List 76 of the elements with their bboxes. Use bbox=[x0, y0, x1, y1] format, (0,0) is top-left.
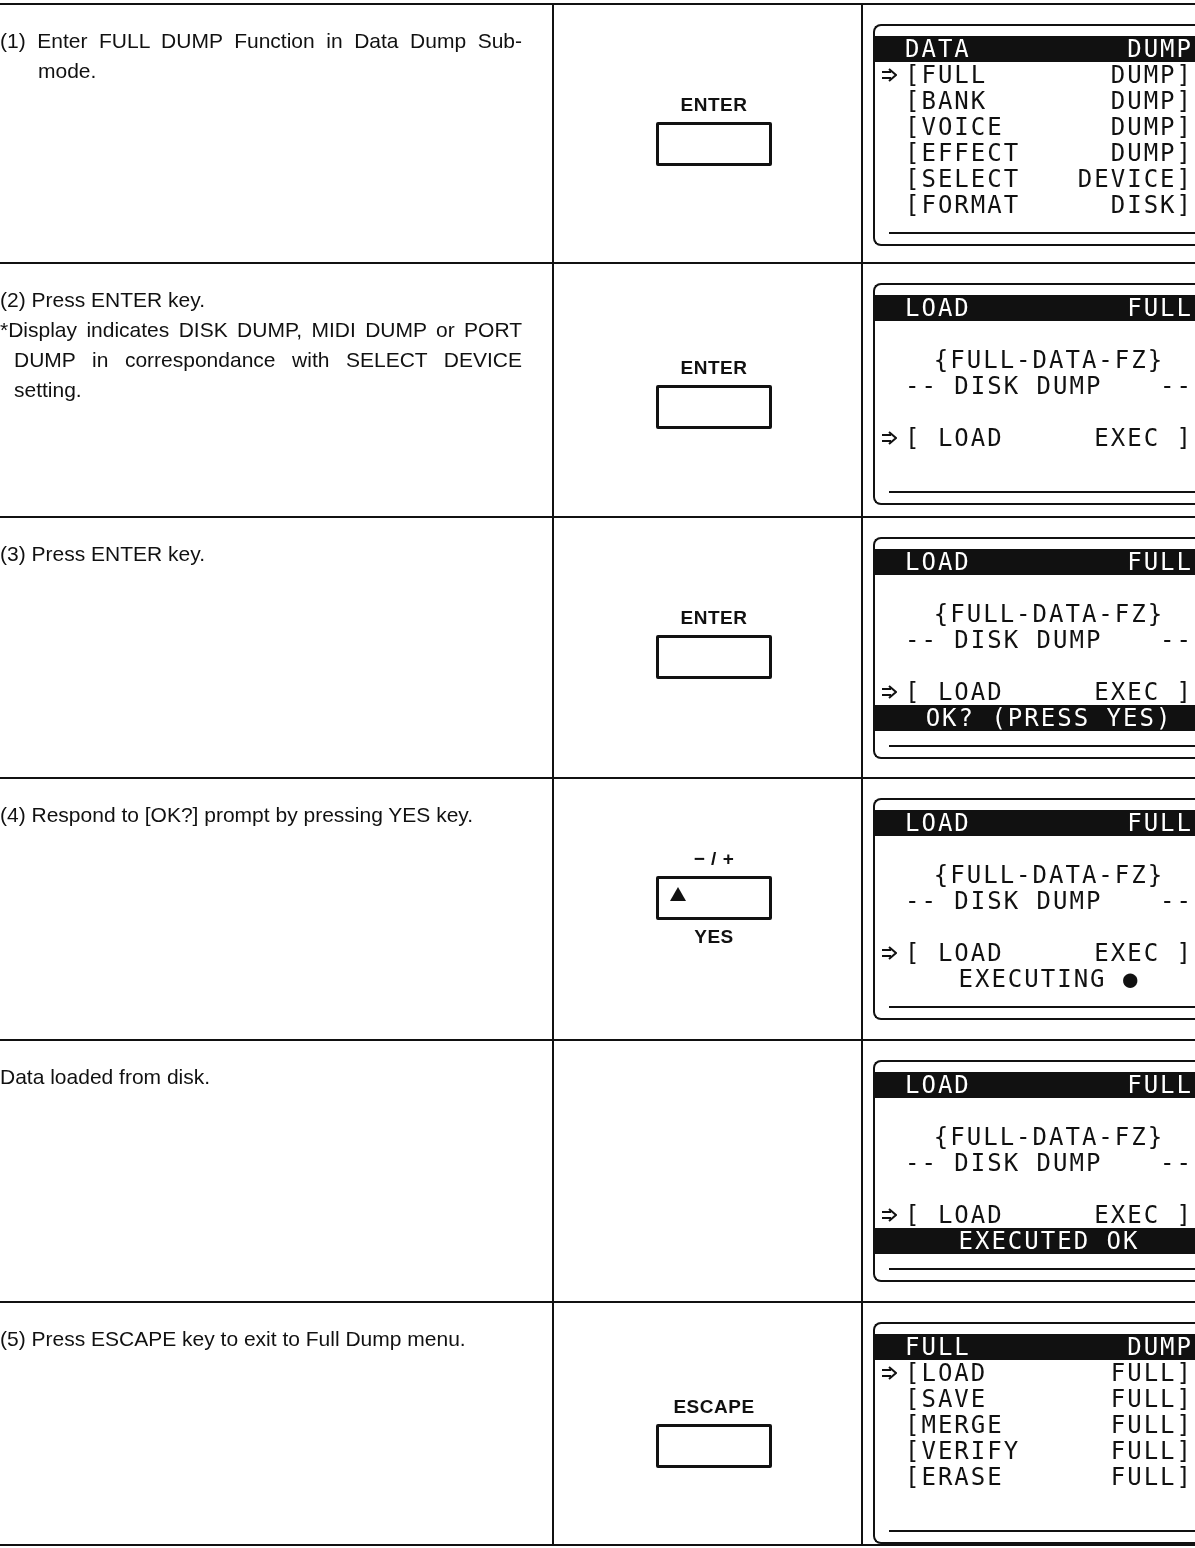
display-text: FULL bbox=[1127, 809, 1193, 837]
display-text: {FULL-DATA-FZ} bbox=[933, 600, 1165, 628]
display-text: DUMP] bbox=[1110, 139, 1193, 167]
lcd-display bbox=[873, 283, 1195, 505]
display-text: {FULL-DATA-FZ} bbox=[933, 861, 1165, 889]
lcd-display bbox=[873, 1060, 1195, 1282]
lcd-display bbox=[873, 537, 1195, 759]
display-text: DUMP] bbox=[1110, 61, 1193, 89]
display-text: [ LOAD bbox=[905, 424, 1004, 452]
display-text: [ LOAD bbox=[905, 939, 1004, 967]
display-text: FULL] bbox=[1110, 1385, 1193, 1413]
lcd-display bbox=[873, 24, 1195, 246]
display-text: [SELECT bbox=[905, 165, 1021, 193]
display-text: [LOAD bbox=[905, 1359, 988, 1387]
display-text: DUMP bbox=[1127, 35, 1193, 63]
display-text: [VERIFY bbox=[905, 1437, 1021, 1465]
display-text: EXECUTING ● bbox=[958, 965, 1140, 993]
display-text: LOAD bbox=[905, 294, 971, 322]
display-text: DATA bbox=[905, 35, 971, 63]
display-text: DUMP bbox=[1127, 1333, 1193, 1361]
display-text: -- bbox=[1160, 626, 1193, 654]
display-text: FULL bbox=[1127, 1071, 1193, 1099]
key-label: ESCAPE bbox=[673, 1395, 755, 1419]
display-text: {FULL-DATA-FZ} bbox=[933, 1123, 1165, 1151]
display-text: FULL] bbox=[1110, 1411, 1193, 1439]
display-text: -- DISK DUMP bbox=[905, 1149, 1103, 1177]
key-label: ENTER bbox=[680, 356, 748, 380]
note-text: *Display indicates DISK DUMP, MIDI DUMP or PORT DUMP in correspondance with SELECT DEVICE setting. bbox=[0, 317, 522, 403]
key-label: ENTER bbox=[680, 606, 748, 630]
display-text: EXEC ] bbox=[1094, 678, 1193, 706]
display-text: EXEC ] bbox=[1094, 1201, 1193, 1229]
display-text: DEVICE] bbox=[1077, 165, 1193, 193]
display-text: LOAD bbox=[905, 1071, 971, 1099]
display-text: -- bbox=[1160, 372, 1193, 400]
key-label: − / + bbox=[693, 847, 735, 871]
display-text: EXEC ] bbox=[1094, 939, 1193, 967]
display-text: FULL] bbox=[1110, 1359, 1193, 1387]
display-text: [FULL bbox=[905, 61, 988, 89]
display-text: [ERASE bbox=[905, 1463, 1004, 1491]
instruction-text: (2) Press ENTER key. bbox=[0, 287, 206, 313]
display-text: [MERGE bbox=[905, 1411, 1004, 1439]
display-text: [VOICE bbox=[905, 113, 1004, 141]
display-text: [FORMAT bbox=[905, 191, 1021, 219]
instruction-text: (5) Press ESCAPE key to exit to Full Dump menu. bbox=[0, 1326, 467, 1352]
display-text: [ LOAD bbox=[905, 1201, 1004, 1229]
display-text: FULL bbox=[1127, 548, 1193, 576]
display-text: DUMP] bbox=[1110, 113, 1193, 141]
display-text: -- bbox=[1160, 1149, 1193, 1177]
display-text: EXEC ] bbox=[1094, 424, 1193, 452]
display-text: [BANK bbox=[905, 87, 988, 115]
key-label: YES bbox=[694, 925, 734, 949]
display-text: LOAD bbox=[905, 809, 971, 837]
display-text: [SAVE bbox=[905, 1385, 988, 1413]
display-text: -- bbox=[1160, 887, 1193, 915]
display-text: DISK] bbox=[1110, 191, 1193, 219]
display-text: EXECUTED OK bbox=[958, 1227, 1140, 1255]
display-text: FULL] bbox=[1110, 1437, 1193, 1465]
display-text: -- DISK DUMP bbox=[905, 887, 1103, 915]
display-text: [EFFECT bbox=[905, 139, 1021, 167]
display-text: FULL bbox=[1127, 294, 1193, 322]
instruction-text: (3) Press ENTER key. bbox=[0, 541, 206, 567]
display-text: LOAD bbox=[905, 548, 971, 576]
display-text: FULL] bbox=[1110, 1463, 1193, 1491]
display-text: OK? (PRESS YES) bbox=[925, 704, 1173, 732]
display-text: -- DISK DUMP bbox=[905, 372, 1103, 400]
instruction-text: (1) Enter FULL DUMP Function in Data Dump Sub-mode. bbox=[0, 28, 522, 84]
display-text: FULL bbox=[905, 1333, 971, 1361]
instruction-text: (4) Respond to [OK?] prompt by pressing YES key. bbox=[0, 802, 475, 828]
lcd-display bbox=[873, 798, 1195, 1020]
display-text: DUMP] bbox=[1110, 87, 1193, 115]
key-label: ENTER bbox=[680, 93, 748, 117]
lcd-display bbox=[873, 1322, 1195, 1544]
instruction-text: Data loaded from disk. bbox=[0, 1064, 212, 1090]
display-text: [ LOAD bbox=[905, 678, 1004, 706]
display-text: {FULL-DATA-FZ} bbox=[933, 346, 1165, 374]
display-text: -- DISK DUMP bbox=[905, 626, 1103, 654]
